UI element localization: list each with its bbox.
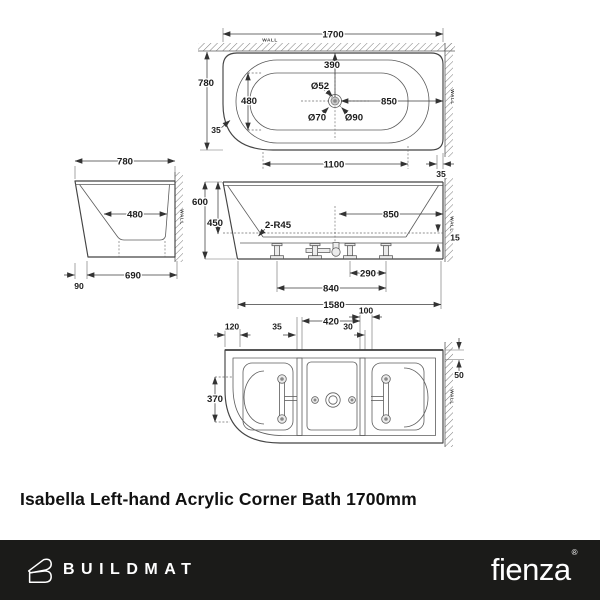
wall-label-right: WALL (449, 89, 455, 105)
bath-feet (270, 243, 393, 260)
wall-label-bottom: WALL (449, 389, 455, 405)
dim-feet-inner: 290 (360, 268, 376, 279)
dim-drain-to-wall: 850 (381, 96, 397, 107)
dim-side-width: 780 (117, 157, 133, 168)
buildmat-icon (27, 558, 52, 583)
product-title: Isabella Left-hand Acrylic Corner Bath 1… (20, 489, 417, 509)
bottom-view: 120 35 420 100 30 WALL 50 370 (206, 304, 465, 447)
buildmat-wordmark: BUILDMAT (63, 561, 198, 578)
dim-drain-from-wall: 390 (324, 60, 340, 71)
dim-wall-inset: 50 (454, 370, 464, 380)
right-foot-rail (371, 362, 429, 431)
technical-drawing: 1700 WALL WALL 780 390 480 (64, 28, 465, 447)
fienza-wordmark: fienza (490, 552, 571, 587)
wall-label-side: WALL (179, 209, 185, 225)
front-view: WALL (191, 178, 461, 312)
dim-rail-gap: 35 (272, 322, 282, 332)
dim-edge-offset: 120 (225, 322, 240, 332)
dim-top-overall-length: 1700 (322, 30, 343, 41)
dim-rail-span: 420 (323, 316, 339, 327)
dim-corner-radius-note: 2-R45 (265, 220, 292, 231)
fienza-logo: fienza® (490, 548, 578, 588)
right-divider-strip (359, 357, 366, 436)
dim-drain-dia: Ø90 (345, 113, 363, 124)
bath-outer-shell (222, 52, 444, 151)
dim-corner-width: 370 (207, 394, 223, 405)
dim-side-base: 690 (125, 270, 141, 281)
side-profile (74, 180, 176, 258)
dim-base-gap: 15 (450, 233, 460, 243)
dim-wall-gap: 35 (436, 169, 446, 179)
trademark-symbol: ® (571, 547, 578, 557)
dim-flat-base: 1100 (324, 160, 345, 171)
bottom-shell (224, 349, 444, 444)
dim-base-length: 1580 (323, 300, 344, 311)
dim-waste-dia: Ø52 (311, 81, 329, 92)
footer-bar: BUILDMAT fienza® (0, 540, 600, 600)
dim-basin-depth: 480 (241, 96, 257, 107)
waste-trap (305, 242, 341, 257)
dim-front-inner-depth: 450 (207, 218, 223, 229)
dim-front-drain-to-wall: 850 (383, 209, 399, 220)
left-foot-rail (242, 362, 297, 431)
dim-pair-spacing: 100 (359, 306, 374, 316)
dim-side-offset: 90 (74, 281, 84, 291)
dim-top-overall-depth: 780 (198, 78, 214, 89)
buildmat-logo: BUILDMAT (24, 554, 197, 586)
wall-label-front: WALL (449, 216, 455, 232)
dim-overflow-dia: Ø70 (308, 113, 326, 124)
side-view: 780 WALL 480 690 90 (64, 155, 185, 292)
drain-symbol (301, 62, 369, 140)
dim-side-basin: 480 (127, 209, 143, 220)
dim-feet-outer: 840 (323, 283, 339, 294)
wall-label-top: WALL (262, 38, 278, 44)
dim-strip-gap: 30 (343, 322, 353, 332)
dim-front-height: 600 (192, 197, 208, 208)
top-view: 1700 WALL WALL 780 390 480 (197, 28, 455, 180)
drain-hole (325, 392, 341, 408)
left-divider-strip (296, 357, 303, 436)
centre-panel (306, 361, 358, 431)
dim-rim-radius: 35 (211, 125, 221, 135)
